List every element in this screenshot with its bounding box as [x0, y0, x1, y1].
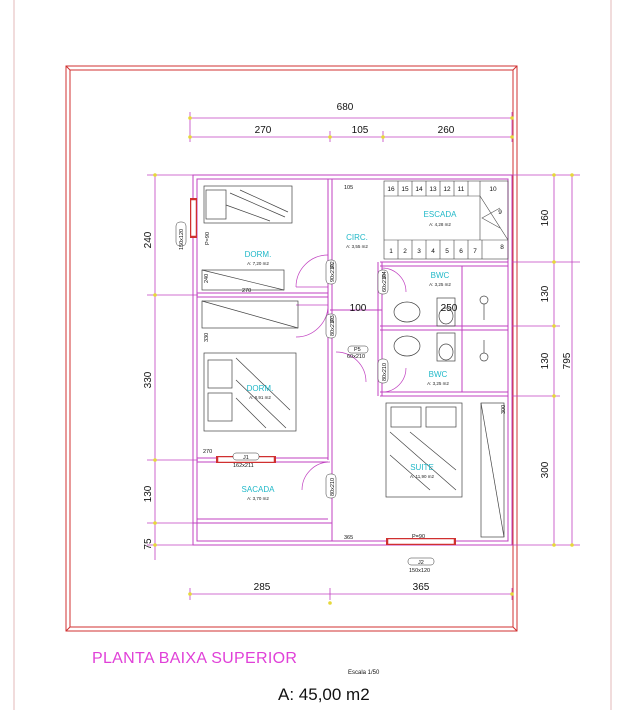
- dim-right-total: 795: [562, 352, 573, 369]
- tag-p2: P2: [330, 261, 336, 268]
- door-p90-bottom: P=90: [412, 534, 425, 540]
- dim-int-330: 330: [204, 333, 210, 342]
- stair-number: 1: [389, 248, 393, 255]
- dim-int-270b: 270: [203, 449, 212, 455]
- stair-numbers: 16 15 14 13 12 11 10 9 1 2 3 4 5 6 7 8: [387, 186, 504, 255]
- dim-right-b: 130: [540, 285, 551, 302]
- stair-number: 10: [489, 186, 497, 193]
- room-dorm2-area: A: 8,91 m2: [249, 395, 271, 400]
- dim-right-c: 130: [540, 352, 551, 369]
- tag-p4: P4: [382, 271, 388, 278]
- room-dorm1-name: DORM.: [245, 250, 272, 259]
- dim-bottom-b: 365: [413, 582, 430, 593]
- stair-number: 15: [401, 186, 409, 193]
- dim-top-total: 680: [337, 102, 354, 113]
- walls: [192, 174, 513, 546]
- plan-total-area: A: 45,00 m2: [278, 685, 370, 704]
- door-bwc2-size: 80x210: [382, 363, 388, 381]
- dim-left-c: 130: [143, 485, 154, 502]
- dim-int-365: 365: [344, 535, 353, 541]
- doors: [295, 254, 407, 491]
- dim-left-a: 240: [143, 231, 154, 248]
- room-escada-name: ESCADA: [424, 210, 458, 219]
- opening-tags: [175, 221, 435, 566]
- plan-title: PLANTA BAIXA SUPERIOR: [92, 650, 298, 667]
- staircase: [383, 180, 509, 260]
- tag-p5: P5: [354, 347, 361, 353]
- stair-number: 4: [431, 248, 435, 255]
- stair-number: 6: [459, 248, 463, 255]
- stair-number: 2: [403, 248, 407, 255]
- room-circ-area: A: 3,55 m2: [346, 244, 368, 249]
- room-dorm2-name: DORM.: [247, 384, 274, 393]
- door-bwc-size: 60x210: [382, 274, 388, 292]
- tag-j1: J1: [243, 455, 249, 461]
- stair-number: 11: [458, 186, 465, 193]
- dim-top-b: 105: [352, 125, 369, 136]
- window-sacada-size: 162x211: [233, 463, 254, 469]
- dim-int-300: 300: [501, 405, 507, 414]
- dim-int-250: 250: [441, 303, 458, 314]
- stair-number: 3: [417, 248, 421, 255]
- door-p90-left: P=90: [205, 232, 211, 245]
- room-sacada-area: A: 3,70 m2: [247, 496, 269, 501]
- dim-left-d: 75: [143, 538, 154, 550]
- dim-int-240: 240: [204, 274, 210, 283]
- stair-number: 7: [473, 248, 477, 255]
- door-sacada-size: 80x210: [330, 478, 336, 496]
- dim-int-100: 100: [350, 303, 367, 314]
- stair-number: 16: [387, 186, 395, 193]
- room-escada-area: A: 4,28 m2: [429, 222, 451, 227]
- door-3-size: 80x210: [330, 318, 336, 336]
- stair-number: 5: [445, 248, 449, 255]
- dim-top-c: 260: [438, 125, 455, 136]
- tag-p3: P3: [330, 315, 336, 322]
- window-bottom-size: 150x120: [409, 568, 430, 574]
- dimension-lines: [147, 112, 580, 600]
- tag-j2: J2: [418, 560, 424, 566]
- dim-bottom-a: 285: [254, 582, 271, 593]
- dim-int-105: 105: [344, 185, 353, 191]
- window-left-size: 150x120: [179, 229, 185, 250]
- room-sacada-name: SACADA: [242, 485, 276, 494]
- roof-outline: [65, 65, 518, 632]
- room-bwc2-area: A: 3,25 m2: [427, 381, 449, 386]
- room-suite-name: SUITE: [410, 463, 434, 472]
- furniture: [201, 185, 505, 538]
- door-2-size: 90x210: [330, 264, 336, 282]
- room-bwc1-name: BWC: [431, 271, 450, 280]
- dimension-ticks: [153, 116, 574, 605]
- room-circ-name: CIRC.: [346, 233, 368, 242]
- stair-number: 8: [500, 244, 504, 251]
- dim-int-270a: 270: [242, 288, 251, 294]
- room-suite-area: A: 11,90 m2: [410, 474, 434, 479]
- windows: [190, 198, 456, 545]
- dim-top-a: 270: [255, 125, 272, 136]
- dim-left-b: 330: [143, 371, 154, 388]
- small-opening-size: 60x210: [347, 354, 365, 360]
- stair-number: 9: [498, 209, 502, 216]
- stair-number: 13: [429, 186, 437, 193]
- room-dorm1-area: A: 7,20 m2: [247, 261, 269, 266]
- plan-scale: Escala 1/50: [348, 670, 380, 676]
- room-bwc2-name: BWC: [429, 370, 448, 379]
- room-bwc1-area: A: 3,25 m2: [429, 282, 451, 287]
- dim-right-a: 160: [540, 209, 551, 226]
- stair-number: 14: [415, 186, 423, 193]
- stair-number: 12: [443, 186, 451, 193]
- dim-right-d: 300: [540, 461, 551, 478]
